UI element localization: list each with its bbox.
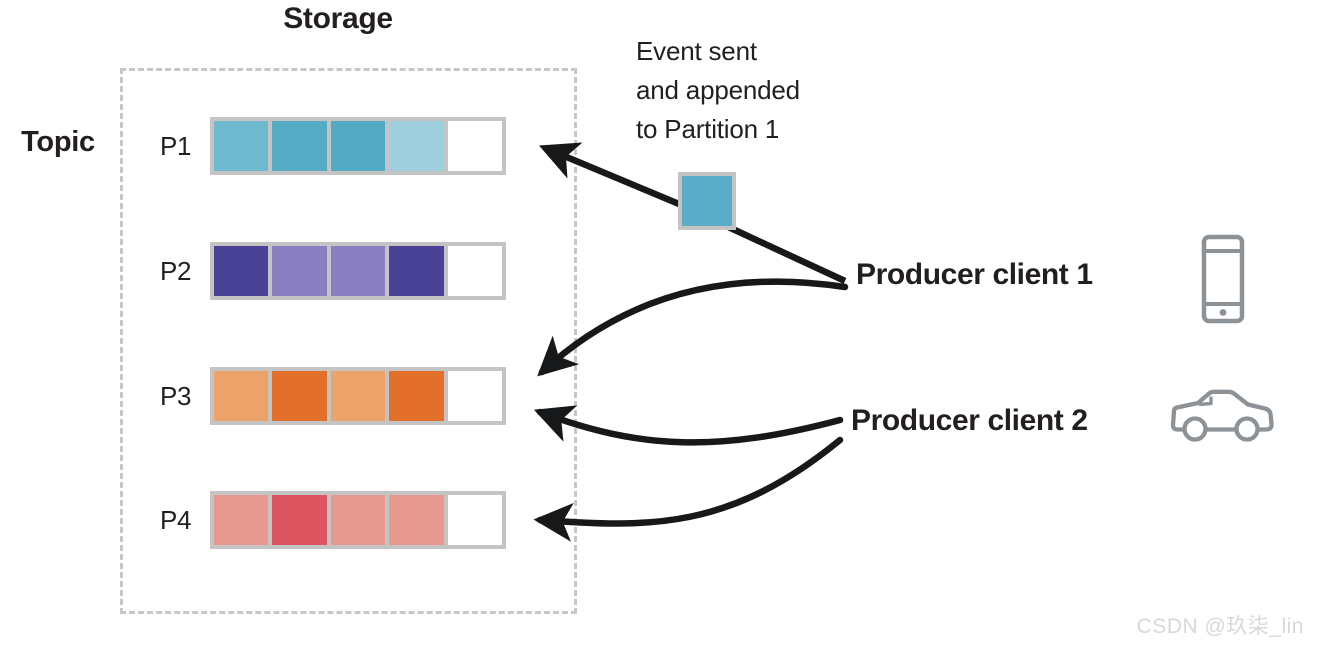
csdn-watermark: CSDN @玖柒_lin [1136,615,1304,638]
partition-label-p3: P3 [160,380,192,411]
partition-cell [214,495,269,545]
partition-cell [214,121,269,171]
partition-bar-p4 [210,491,506,549]
partition-row: P2 [150,242,506,300]
partition-row: P1 [150,117,506,175]
partition-cell [330,495,386,545]
partition-label-p2: P2 [160,255,192,286]
partition-cell [447,371,503,421]
partition-cell [330,121,386,171]
partition-label-p4: P4 [160,504,192,535]
event-note-text: Event sent and appended to Partition 1 [636,36,800,144]
arrow-producer2-to-p3 [533,405,844,446]
partition-cell [389,121,444,171]
partition-cell [272,121,327,171]
topic-title: Topic [21,126,95,158]
partition-cell [330,246,386,296]
partition-cell [389,371,444,421]
partition-cell [272,371,327,421]
car-icon [1168,388,1276,449]
producer-client-2-label: Producer client 2 [851,404,1088,437]
arrow-producer2-to-p4 [533,436,844,542]
partition-row: P3 [150,367,506,425]
partition-label-p1: P1 [160,130,192,161]
partition-cell [447,495,503,545]
partition-row: P4 [150,491,506,549]
partition-cell [272,495,327,545]
partition-bar-p3 [210,367,506,425]
event-message-fill [682,176,732,226]
phone-icon [1192,234,1254,329]
partition-cell [214,246,269,296]
arrow-producer1-to-p3 [537,278,849,377]
partition-cell [389,495,444,545]
event-message-square [678,172,736,230]
partition-cell [389,246,444,296]
partition-cell [330,371,386,421]
partition-bar-p2 [210,242,506,300]
partition-cell [447,121,503,171]
partition-cell [447,246,503,296]
partition-cell [272,246,327,296]
producer-client-1-label: Producer client 1 [856,258,1093,291]
partition-cell [214,371,269,421]
partition-bar-p1 [210,117,506,175]
storage-title: Storage [283,2,393,35]
